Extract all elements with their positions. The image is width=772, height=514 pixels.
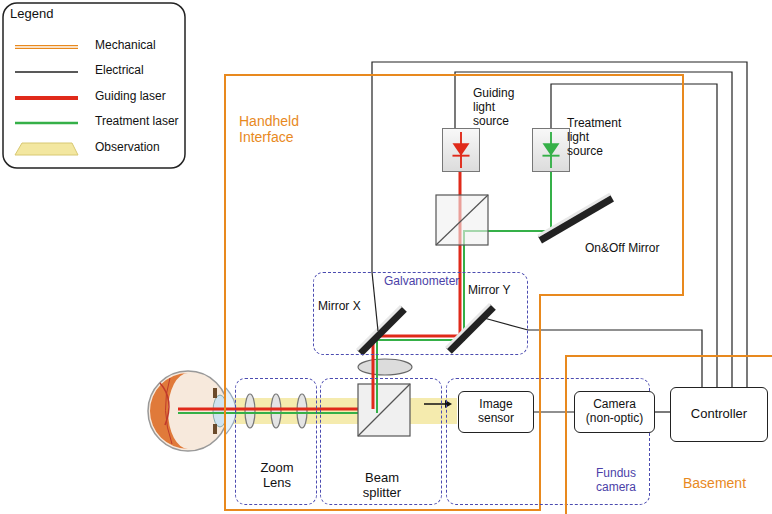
laser-path [373, 172, 551, 413]
onoff-mirror [538, 194, 612, 240]
light-source: Guiding light source [442, 128, 480, 172]
node-text: Guiding light source [473, 87, 523, 128]
legend-text: Observation [95, 141, 160, 155]
light-source: Treatment light source [532, 128, 570, 172]
node-text: Image sensor [459, 398, 533, 426]
node-text: Fundus camera [585, 467, 647, 495]
beam-splitter-group: Beam splitter [320, 378, 442, 505]
node-text: Camera (non-optic) [575, 398, 654, 426]
focus-lens [358, 359, 412, 375]
node-text: Zoom Lens [250, 461, 304, 491]
part-label: Legend [10, 7, 53, 22]
node-text: Handheld Interface [239, 113, 329, 145]
basement-region: Basement Controller [565, 355, 772, 514]
electrical-wire [655, 412, 670, 413]
part-label: Mirror X [318, 300, 361, 314]
process-box: Camera (non-optic) [574, 391, 655, 433]
process-box: Controller [670, 387, 768, 442]
beam-splitter-cube [358, 384, 410, 436]
combiner-cube [436, 195, 488, 245]
electrical-wire [372, 62, 747, 387]
handheld-region: Handheld InterfaceGuiding light sourceTr… [225, 75, 683, 510]
node-text: Treatment light source [567, 117, 627, 158]
process-box: Image sensor [458, 391, 534, 433]
guiding-laser [178, 408, 375, 411]
zoom-lens-group: Zoom Lens [235, 378, 317, 505]
node-text: Basement [683, 475, 768, 491]
observation-arrow [424, 400, 452, 408]
legend-text: Guiding laser [95, 90, 166, 104]
legend-samples [15, 47, 78, 155]
eye-illustration [148, 371, 236, 451]
electrical-wire [455, 72, 732, 387]
legend-text: Mechanical [95, 39, 156, 53]
legend-box [3, 3, 185, 168]
node-text: Beam splitter [347, 471, 417, 501]
legend-text: Treatment laser [95, 115, 179, 129]
part-label: Mirror Y [468, 284, 510, 298]
electrical-wire [551, 84, 717, 387]
part-label: On&Off Mirror [585, 242, 659, 256]
node-text: Controller [687, 407, 751, 422]
legend-text: Electrical [95, 64, 144, 78]
fundus-camera-group: Fundus cameraImage sensorCamera (non-opt… [446, 378, 650, 505]
galvo-wire-stubs [372, 272, 528, 331]
treatment-laser [178, 412, 379, 414]
zoom-lens-elements [245, 394, 307, 428]
